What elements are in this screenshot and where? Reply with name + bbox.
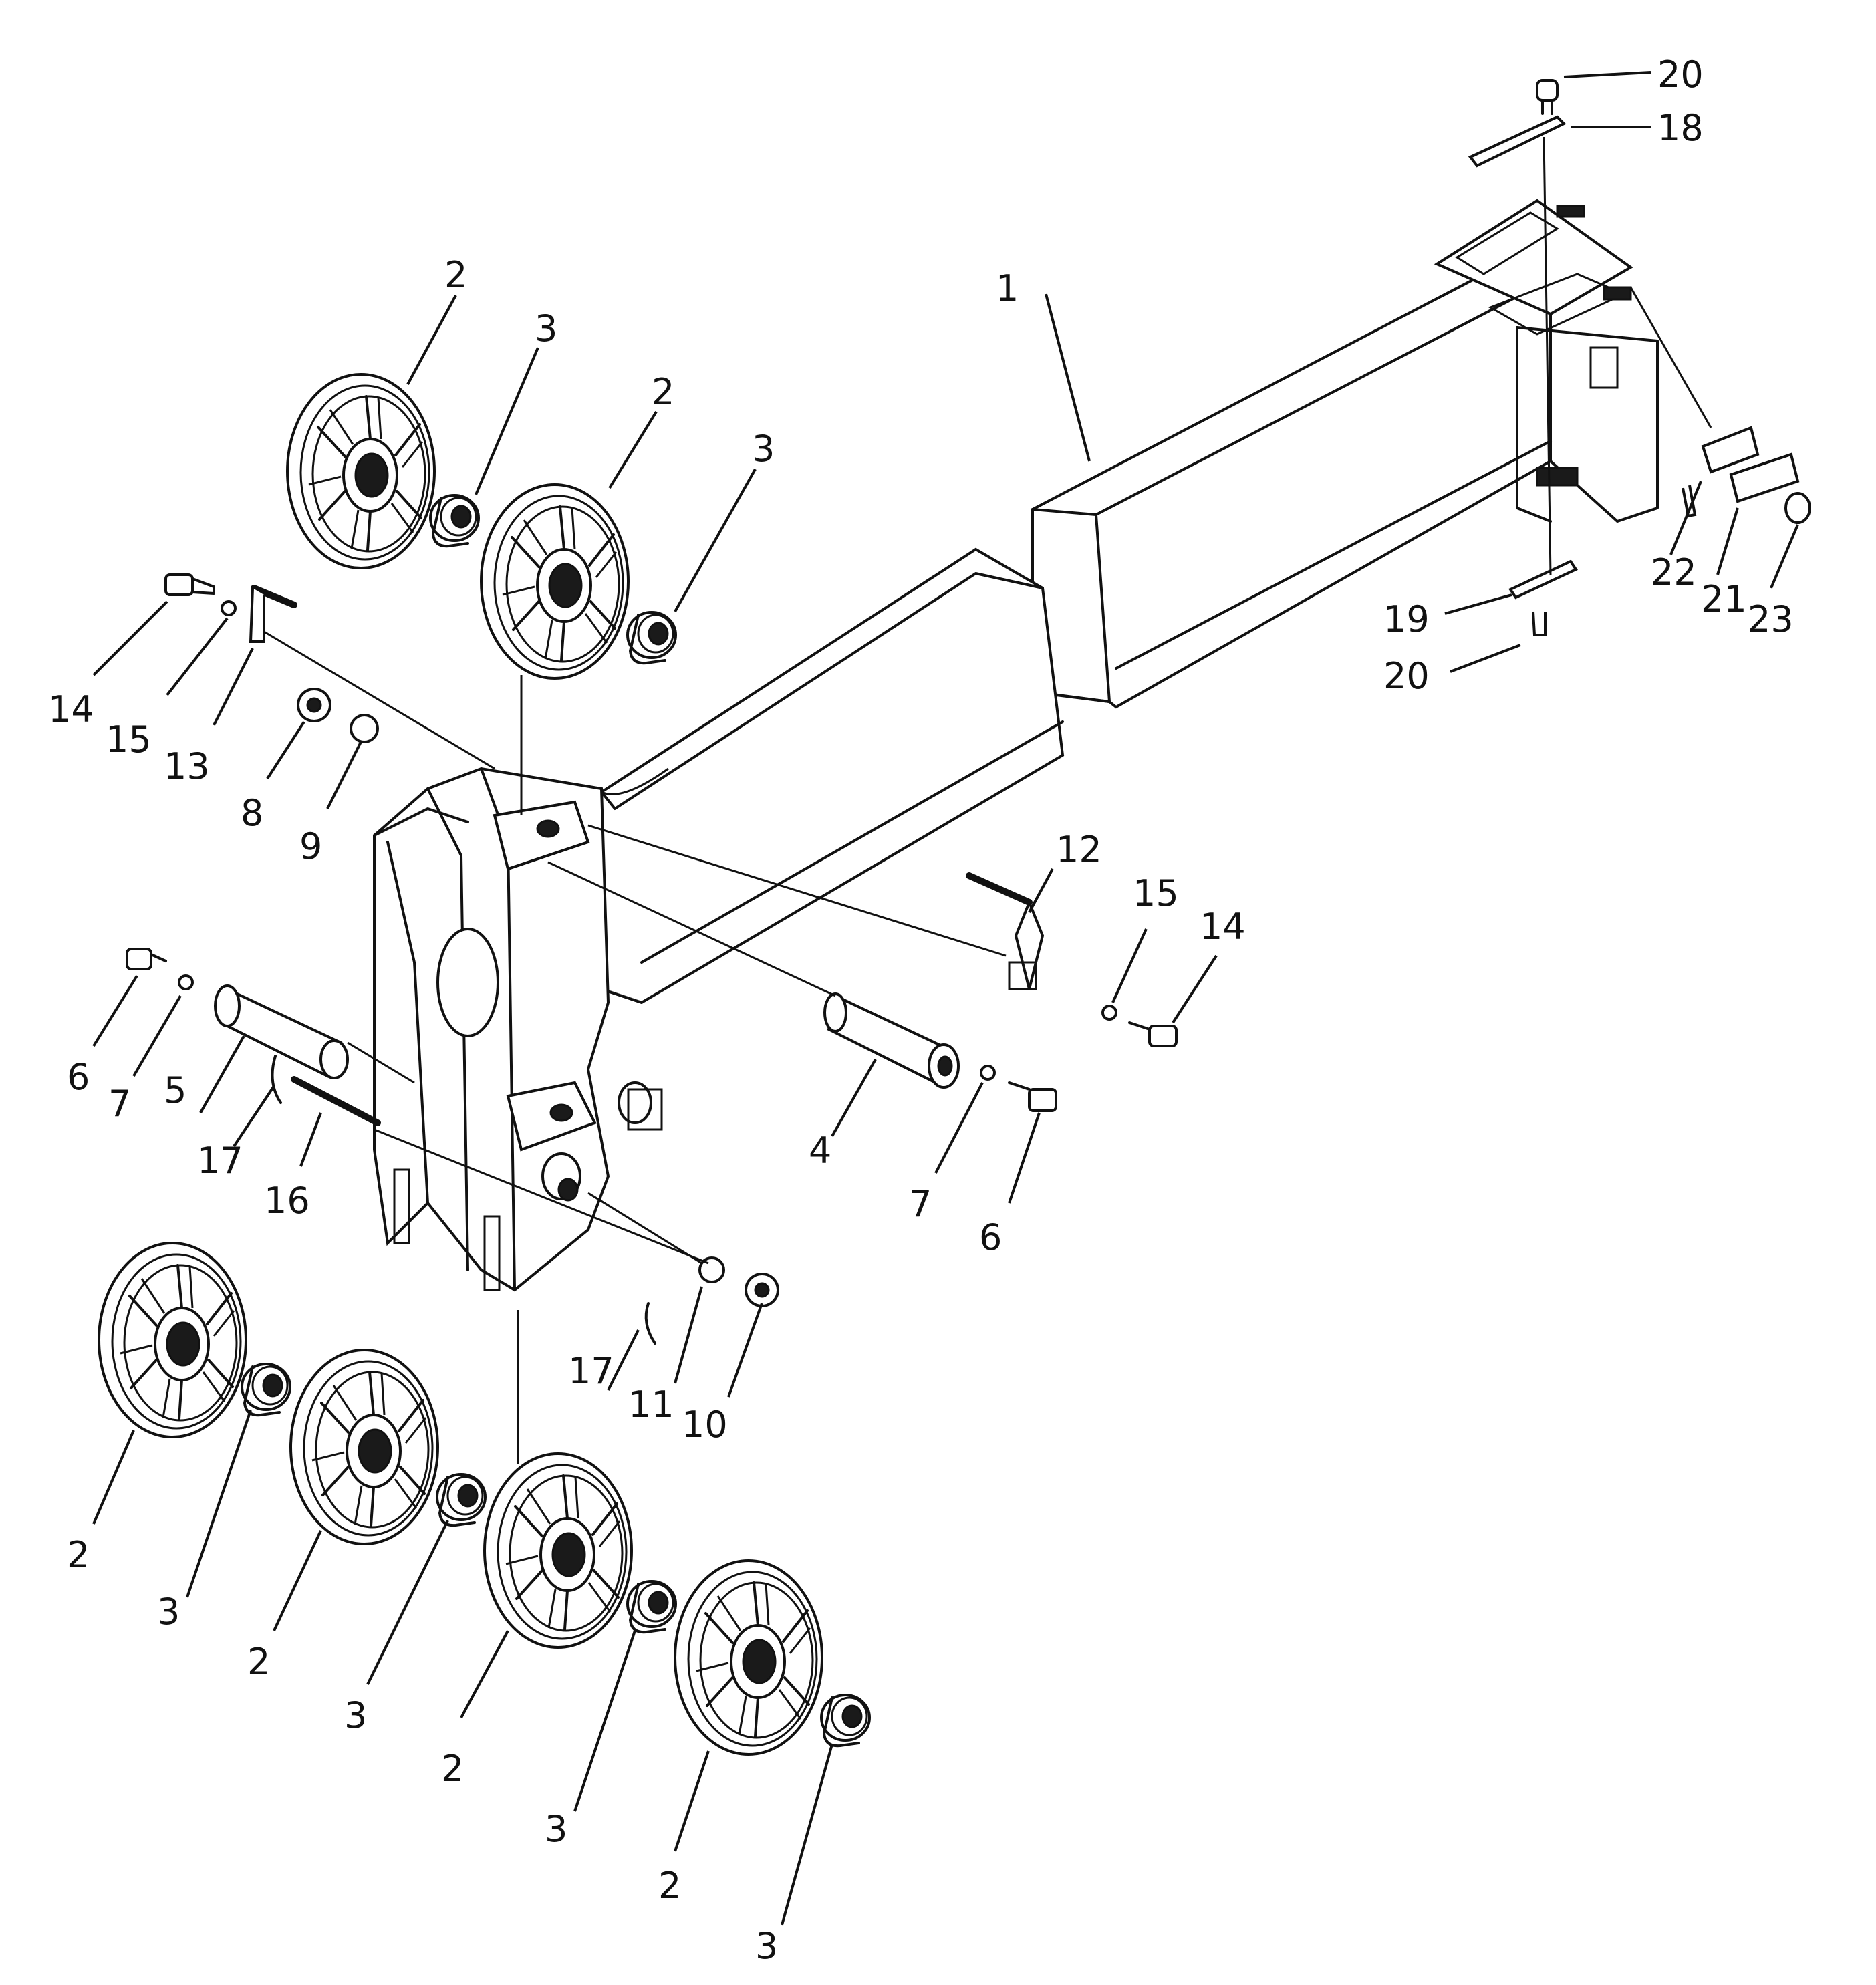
callout-3: 3 [755, 1925, 778, 1967]
bearing-lower-4 [820, 1694, 871, 1748]
callout-15: 15 [1133, 872, 1179, 914]
callout-14: 14 [1200, 906, 1246, 948]
callout-4: 4 [809, 1130, 831, 1172]
callout-19: 19 [1383, 598, 1430, 640]
sheave-lower-2 [289, 1349, 439, 1545]
bearing-upper-right [626, 611, 677, 665]
callout-14: 14 [48, 688, 94, 731]
callout-9: 9 [299, 825, 322, 868]
callout-13: 13 [164, 745, 210, 787]
callout-17: 17 [197, 1140, 243, 1182]
callout-21: 21 [1701, 578, 1747, 620]
rod-16 [291, 1076, 381, 1126]
assembly-lines [263, 136, 1712, 1464]
pin-4 [823, 992, 960, 1089]
callout-2: 2 [658, 1865, 681, 1907]
callout-20: 20 [1383, 655, 1430, 697]
callout-2: 2 [444, 254, 467, 296]
sheave-upper-left [286, 373, 436, 569]
callout-2: 2 [67, 1534, 90, 1576]
callout-3: 3 [752, 428, 775, 470]
bearing-lower-1 [241, 1363, 291, 1417]
callout-1: 1 [996, 267, 1019, 309]
callout-3: 3 [545, 1808, 567, 1850]
callout-7: 7 [909, 1183, 932, 1225]
callout-17: 17 [568, 1350, 614, 1392]
pin-5 [214, 984, 349, 1079]
callout-8: 8 [241, 792, 263, 834]
callout-2: 2 [652, 371, 674, 413]
callout-7: 7 [108, 1083, 131, 1125]
pin-13 [249, 585, 297, 643]
callout-15: 15 [106, 718, 152, 761]
leader-lines [92, 71, 1799, 1926]
callout-6: 6 [67, 1056, 90, 1098]
boom-tip-section [1031, 198, 1659, 709]
callout-16: 16 [264, 1180, 310, 1222]
bearing-lower-3 [626, 1580, 677, 1634]
tip-plates [1468, 79, 1811, 636]
callout-6: 6 [979, 1216, 1002, 1259]
callout-12: 12 [1056, 829, 1102, 871]
callout-2: 2 [247, 1641, 270, 1683]
callout-20: 20 [1657, 53, 1704, 96]
callout-labels: 1 2 3 2 3 20 18 19 20 22 21 23 14 15 13 … [48, 53, 1794, 1967]
sheave-lower-1 [98, 1242, 247, 1438]
callout-23: 23 [1748, 598, 1794, 640]
callout-18: 18 [1657, 107, 1704, 149]
pin-12 [966, 872, 1045, 990]
boom-foot-frame [373, 767, 663, 1292]
callout-10: 10 [682, 1404, 728, 1446]
lock-nuts [297, 688, 779, 1307]
bearing-upper-left [429, 494, 480, 548]
bolts-washers [126, 573, 1178, 1112]
callout-3: 3 [535, 307, 557, 350]
callout-2: 2 [441, 1748, 464, 1790]
callout-5: 5 [164, 1069, 186, 1111]
callout-22: 22 [1651, 551, 1697, 593]
callout-3: 3 [157, 1591, 180, 1633]
sheave-lower-3 [483, 1452, 633, 1649]
callout-11: 11 [628, 1383, 674, 1426]
cotter-pins [271, 1055, 656, 1345]
bearing-lower-2 [436, 1473, 487, 1527]
sheave-upper-right [480, 483, 630, 680]
callout-3: 3 [344, 1694, 367, 1736]
sheave-lower-4 [674, 1559, 823, 1756]
boom-base-section [600, 547, 1065, 1005]
